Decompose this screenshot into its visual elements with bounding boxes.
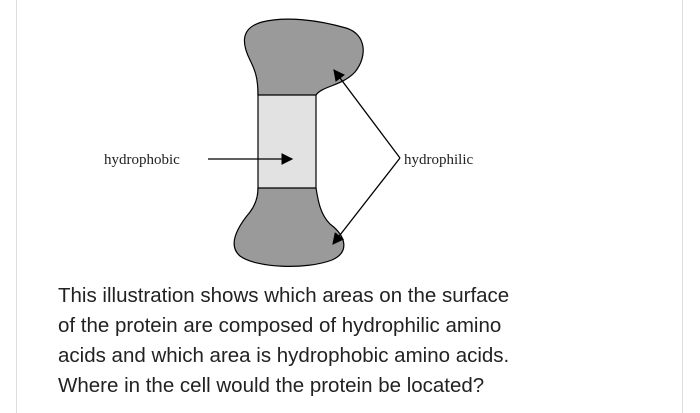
question-line: acids and which area is hydrophobic amin…	[58, 344, 510, 367]
left-divider	[16, 0, 17, 413]
question-text: This illustration shows which areas on t…	[58, 281, 668, 401]
hydrophilic-arrow-top	[333, 69, 401, 159]
question-line: Where in the cell would the protein be l…	[58, 374, 485, 397]
hydrophilic-top-region	[243, 18, 364, 96]
hydrophilic-label: hydrophilic	[404, 152, 473, 168]
question-line: This illustration shows which areas on t…	[58, 284, 510, 307]
protein-diagram: hydrophobic hydrophilic	[104, 18, 473, 267]
hydrophilic-arrow-bottom	[332, 157, 401, 245]
hydrophobic-region	[257, 87, 317, 195]
hydrophobic-label: hydrophobic	[104, 152, 180, 168]
hydrophilic-bottom-region	[233, 187, 345, 267]
right-divider	[682, 0, 683, 413]
question-line: of the protein are composed of hydrophil…	[58, 314, 502, 337]
